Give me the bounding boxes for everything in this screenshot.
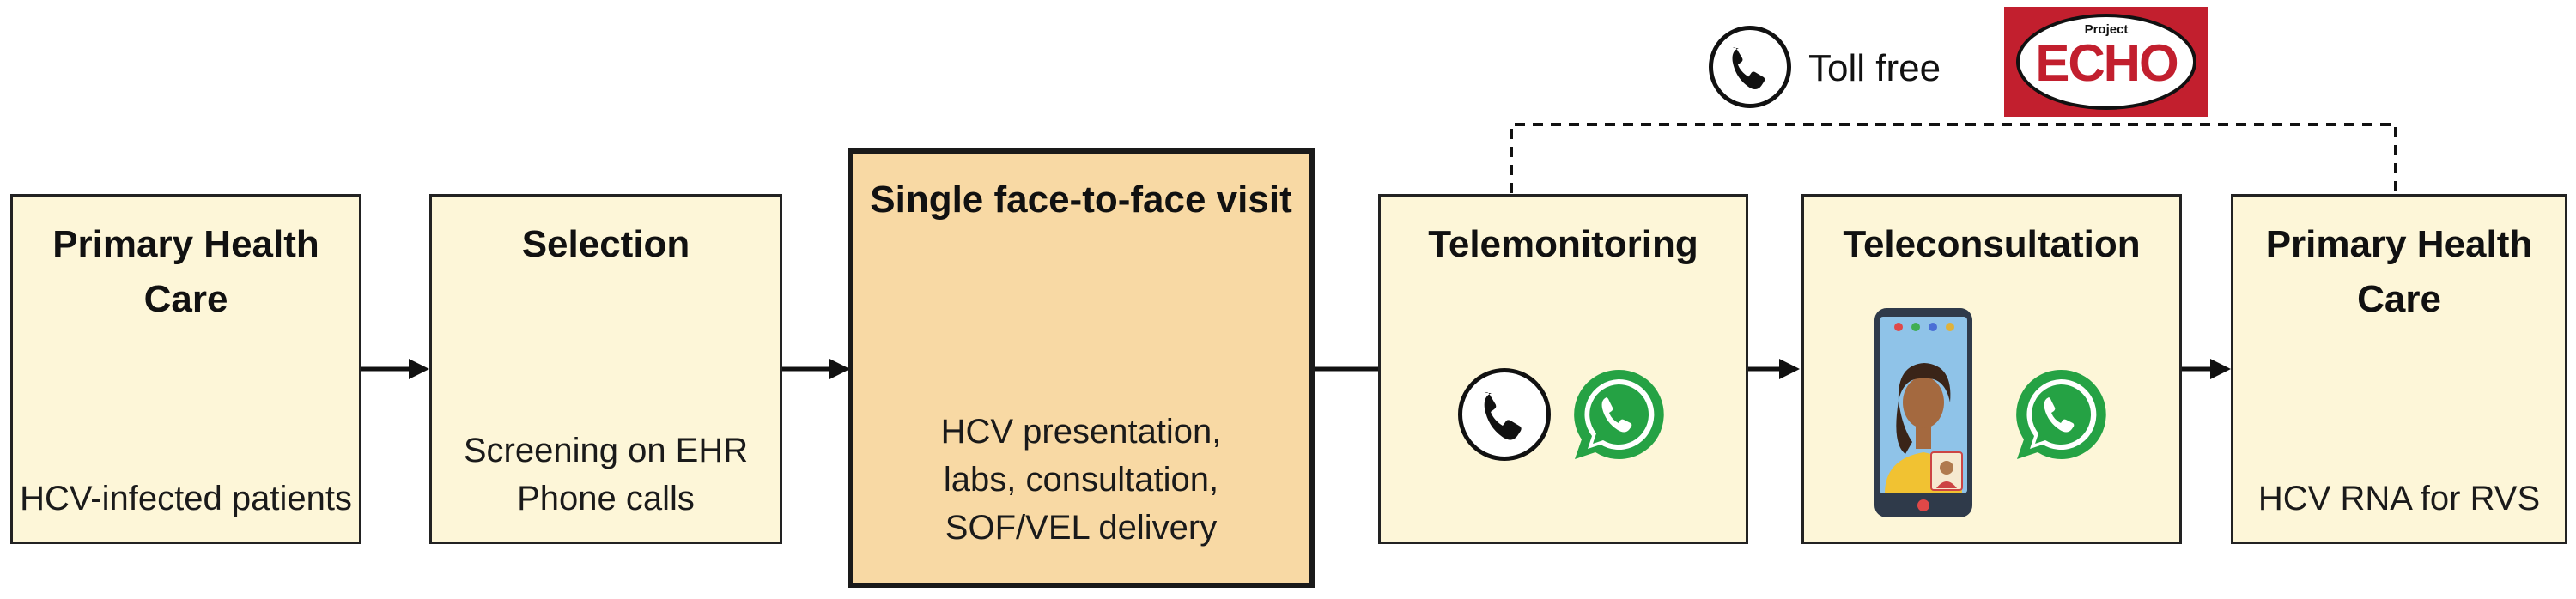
- box-text: Phone calls: [517, 480, 695, 517]
- echo-oval: Project ECHO: [2016, 14, 2196, 110]
- box-title: Primary Health Care: [52, 223, 319, 320]
- phone-icon: [1458, 368, 1551, 461]
- box-text: Screening on EHR: [463, 432, 749, 469]
- toll-free-label: Toll free: [1808, 47, 1941, 89]
- whatsapp-icon: [2010, 365, 2111, 466]
- box-title: Selection: [521, 223, 690, 265]
- box-title: Teleconsultation: [1843, 223, 2141, 265]
- box-title: Primary Health Care: [2265, 223, 2533, 320]
- arrowhead-2: [829, 359, 850, 379]
- box-telemonitoring: Telemonitoring: [1378, 194, 1748, 544]
- box-teleconsultation: Teleconsultation: [1801, 194, 2182, 544]
- arrowhead-1: [409, 359, 429, 379]
- arrowhead-4: [1779, 359, 1800, 379]
- echo-dashed-connector: [1510, 123, 2397, 193]
- box-title: Single face-to-face visit: [870, 178, 1292, 221]
- box-text: HCV RNA for RVS: [2257, 480, 2541, 517]
- arrowhead-5: [2210, 359, 2231, 379]
- box-text: labs, consultation,: [943, 461, 1219, 499]
- box-text: HCV presentation,: [940, 413, 1222, 451]
- box-title: Telemonitoring: [1428, 223, 1698, 265]
- whatsapp-icon: [1568, 365, 1669, 466]
- box-single-face-to-face-visit: Single face-to-face visit HCV presentati…: [848, 148, 1315, 588]
- echo-project-label: Project: [2084, 22, 2129, 37]
- box-text: SOF/VEL delivery: [945, 509, 1218, 547]
- echo-logo: Project ECHO: [2004, 7, 2208, 117]
- box-primary-health-care-start: Primary Health Care HCV-infected patient…: [10, 194, 361, 544]
- echo-wordmark: ECHO: [2035, 34, 2178, 92]
- box-selection: Selection Screening on EHR Phone calls: [429, 194, 782, 544]
- box-primary-health-care-end: Primary Health Care HCV RNA for RVS: [2231, 194, 2567, 544]
- video-call-icon: [1873, 306, 1974, 519]
- toll-free-phone-icon: [1709, 26, 1791, 108]
- box-text: HCV-infected patients: [20, 480, 352, 517]
